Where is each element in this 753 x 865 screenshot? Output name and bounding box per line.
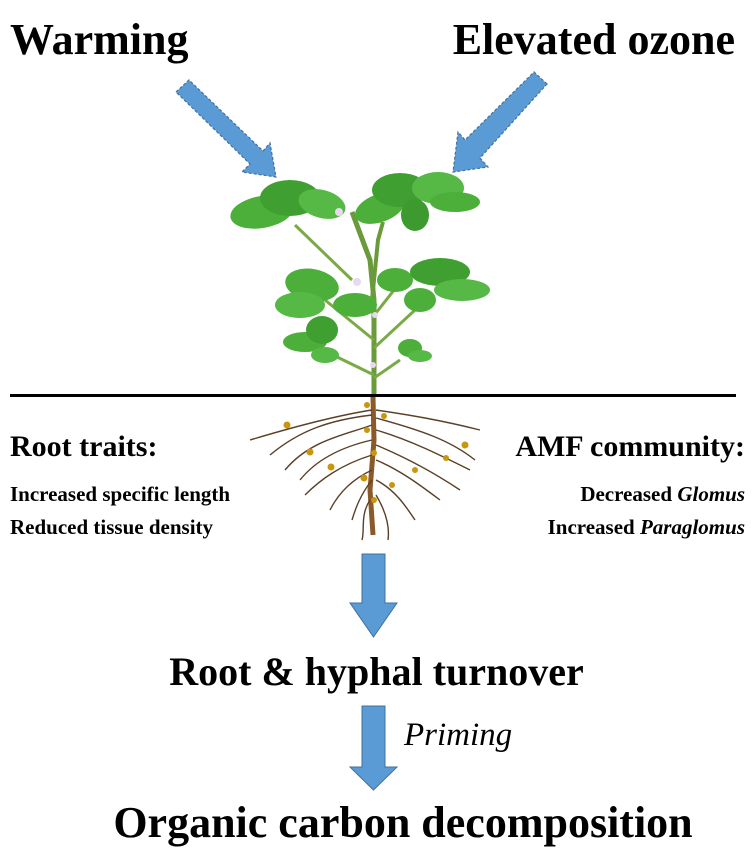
amf-taxon: Glomus [677,482,745,506]
root-nodules [283,402,469,503]
soybean-plant-roots [249,396,481,541]
amf-community-item: Increased Paraglomus [548,517,745,538]
amf-community-item: Decreased Glomus [580,484,745,505]
down-arrow-turnover [349,553,398,638]
root-traits-heading: Root traits: [10,430,158,463]
driver-warming-label: Warming [10,15,189,64]
amf-change: Decreased [580,482,678,506]
driver-ozone-label: Elevated ozone [452,15,735,64]
root-trait-item: Reduced tissue density [10,515,214,539]
turnover-label: Root & hyphal turnover [169,649,584,694]
amf-taxon: Paraglomus [639,515,745,539]
soil-surface-line [10,394,736,397]
amf-change: Increased [547,515,640,539]
soybean-plant-shoot [230,172,490,394]
decomposition-label: Organic carbon decomposition [113,798,693,847]
down-arrow-priming [348,705,399,791]
warming-arrow [175,79,277,178]
amf-community-heading: AMF community: [515,430,745,463]
priming-label: Priming [404,717,513,753]
ozone-arrow [452,71,548,173]
root-trait-item: Increased specific length [10,482,231,506]
